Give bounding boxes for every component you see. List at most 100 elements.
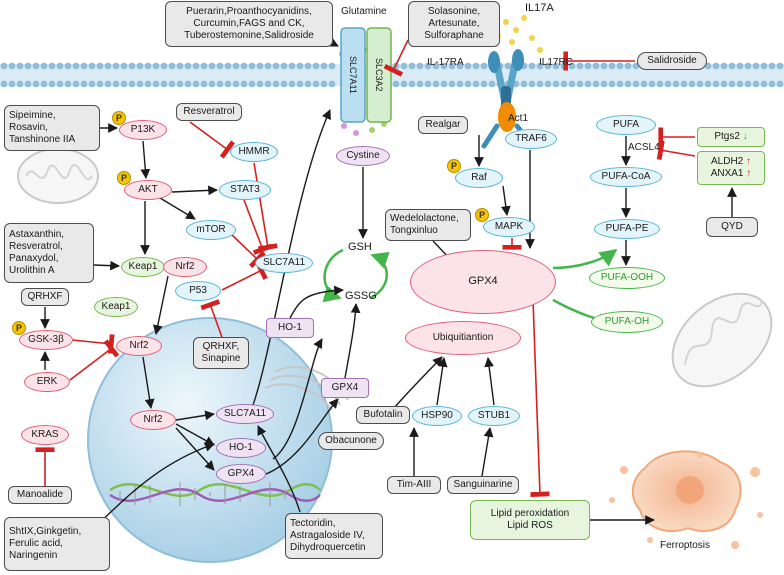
hsp90-node: HSP90: [412, 406, 462, 426]
lipid-head: [144, 62, 152, 70]
inhibition-line: [383, 39, 409, 77]
lipid-head: [560, 80, 568, 88]
lipid-head: [48, 80, 56, 88]
gsh-label: GSH: [348, 241, 372, 253]
ho1-nucleus-node: HO-1: [216, 438, 266, 458]
lipid-peroxidation-box: Lipid peroxidation Lipid ROS: [470, 500, 590, 540]
lipid-head: [312, 62, 320, 70]
lipid-head: [688, 80, 696, 88]
gpx4-right-node: GPX4: [321, 378, 369, 398]
lipid-head: [400, 80, 408, 88]
lipid-head: [488, 80, 496, 88]
lipid-head: [528, 80, 536, 88]
lipid-head: [448, 62, 456, 70]
lipid-head: [544, 80, 552, 88]
lipid-head: [712, 80, 720, 88]
lipid-head: [392, 80, 400, 88]
lipid-head: [480, 80, 488, 88]
lipid-head: [208, 80, 216, 88]
lipid-head: [416, 62, 424, 70]
p13k-node: P13K: [119, 120, 167, 140]
lipid-head: [640, 80, 648, 88]
mtor-node: mTOR: [186, 220, 236, 240]
lipid-head: [536, 80, 544, 88]
lipid-head: [728, 80, 736, 88]
aldh2-label: ALDH2: [710, 156, 744, 167]
lipid-head: [280, 62, 288, 70]
lipid-head: [216, 80, 224, 88]
activation-arrow: [159, 197, 196, 220]
lipid-head: [32, 62, 40, 70]
lipid-head: [40, 80, 48, 88]
gpx4-central-node: GPX4: [410, 250, 556, 314]
lipid-head: [768, 62, 776, 70]
lipid-head: [440, 80, 448, 88]
lipid-head: [576, 62, 584, 70]
lipid-head: [320, 80, 328, 88]
lipid-head: [272, 62, 280, 70]
lipid-head: [72, 62, 80, 70]
lipid-head: [776, 62, 784, 70]
inhibition-line: [200, 299, 224, 341]
lipid-head: [608, 80, 616, 88]
lipid-head: [232, 62, 240, 70]
lipid-head: [584, 62, 592, 70]
nrf2-nucleus-node: Nrf2: [130, 410, 176, 430]
pufa-ooh-node: PUFA-OOH: [589, 267, 665, 289]
il17ra-label: IL-17RA: [427, 57, 464, 68]
lipid-head: [440, 62, 448, 70]
akt-node: AKT: [124, 180, 172, 200]
phosphate-badge: P: [447, 159, 461, 173]
pufa-oh-node: PUFA-OH: [591, 311, 663, 333]
activation-arrow: [436, 357, 448, 406]
gsk3b-node: GSK-3β: [19, 330, 73, 350]
lipid-head: [576, 80, 584, 88]
lipid-head: [64, 62, 72, 70]
qrhxf-drug-box: QRHXF: [21, 288, 69, 306]
il17rc-label: IL17RC: [539, 57, 573, 68]
gssg-label: GSSG: [345, 290, 377, 302]
lipid-head: [168, 80, 176, 88]
lipid-head: [472, 80, 480, 88]
anxa1-label: ANXA1: [710, 168, 744, 179]
lipid-head: [152, 62, 160, 70]
lipid-head: [448, 80, 456, 88]
lipid-head: [120, 62, 128, 70]
lipid-head: [456, 80, 464, 88]
lipid-head: [56, 80, 64, 88]
solasonine-drug-box: Solasonine, Artesunate, Sulforaphane: [408, 1, 500, 47]
activation-arrow: [175, 410, 215, 421]
pufa-pe-node: PUFA-PE: [594, 219, 660, 239]
activation-arrow: [175, 423, 215, 446]
lipid-head: [112, 62, 120, 70]
resveratrol-drug-box: Resveratrol: [176, 103, 242, 121]
tim-aiii-drug-box: Tim-AIII: [387, 476, 441, 494]
astaxanthin-drug-box: Astaxanthin, Resveratrol, Panaxydol, Uro…: [4, 223, 94, 283]
activation-arrow: [265, 398, 339, 475]
lipid-head: [264, 62, 272, 70]
phosphate-badge: P: [12, 321, 26, 335]
lipid-head: [160, 62, 168, 70]
lipid-head: [624, 80, 632, 88]
activation-arrow: [140, 140, 151, 179]
lipid-head: [424, 62, 432, 70]
hmmr-node: HMMR: [230, 142, 278, 162]
lipid-head: [744, 62, 752, 70]
lipid-head: [728, 62, 736, 70]
lipid-head: [48, 62, 56, 70]
raf-node: Raf: [455, 168, 503, 188]
lipid-head: [8, 80, 16, 88]
lipid-head: [288, 80, 296, 88]
lipid-head: [80, 80, 88, 88]
mitochondrion-right: [671, 292, 773, 388]
lipid-head: [752, 62, 760, 70]
lipid-head: [472, 62, 480, 70]
lipid-head: [696, 80, 704, 88]
il17a-label: IL17A: [525, 2, 554, 14]
lipid-head: [104, 80, 112, 88]
inhibition-line: [530, 299, 550, 497]
activation-arrow: [500, 185, 511, 216]
lipid-head: [568, 80, 576, 88]
nrf2-mid-node: Nrf2: [116, 336, 162, 356]
inhibition-line: [69, 339, 120, 381]
